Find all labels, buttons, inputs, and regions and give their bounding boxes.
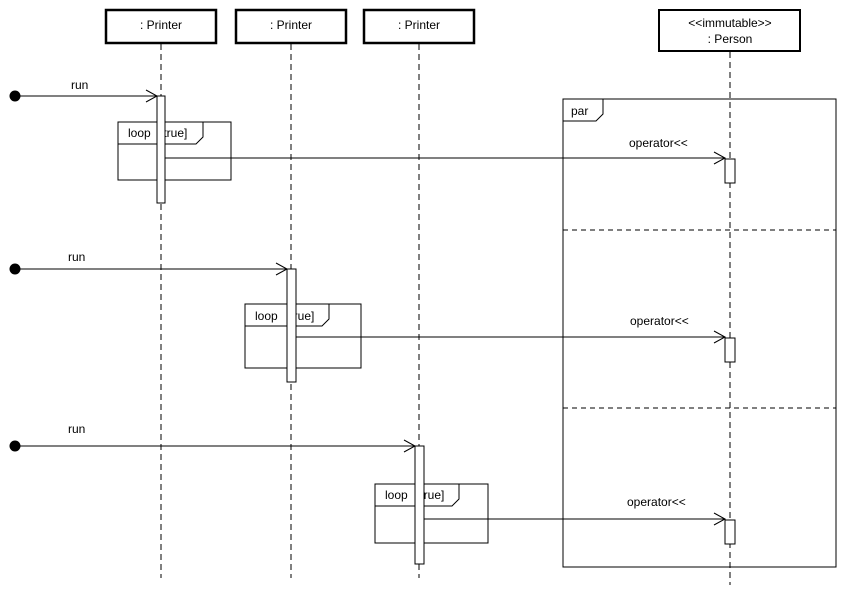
open-arrowhead-icon — [275, 262, 289, 276]
lifeline-person[interactable]: <<immutable>> : Person — [658, 9, 801, 52]
found-message-3[interactable]: run — [9, 422, 417, 453]
found-message-label: run — [68, 422, 85, 436]
loop-fragment-operator: loop — [255, 309, 278, 323]
par-fragment[interactable]: par — [562, 98, 837, 568]
message-label: operator<< — [627, 495, 686, 509]
activation-bar-person-2[interactable] — [724, 337, 736, 363]
lifeline-label: : Person — [708, 32, 753, 46]
message-3[interactable]: operator<< — [424, 495, 727, 526]
lifeline-label: : Printer — [270, 18, 312, 32]
activation-bar-printer-1[interactable] — [156, 95, 166, 204]
message-1[interactable]: operator<< — [165, 136, 727, 165]
activation-bar-printer-2[interactable] — [286, 268, 297, 383]
message-label: operator<< — [629, 136, 688, 150]
found-message-2[interactable]: run — [9, 250, 289, 276]
lifeline-label: : Printer — [398, 18, 440, 32]
par-fragment-frame[interactable] — [562, 98, 837, 568]
loop-fragment-operator: loop — [385, 488, 408, 502]
lifeline-label: : Printer — [140, 18, 182, 32]
open-arrowhead-icon — [713, 330, 727, 344]
lifeline-stereotype: <<immutable>> — [688, 16, 771, 30]
par-fragment-operator: par — [571, 104, 588, 118]
activation-bar-person-3[interactable] — [724, 519, 736, 545]
message-2[interactable]: operator<< — [296, 314, 727, 344]
lifeline-head-box[interactable] — [658, 9, 801, 52]
par-fragment-tab — [563, 99, 604, 122]
lifeline-printer-2[interactable]: : Printer — [234, 8, 348, 45]
lifeline-printer-1[interactable]: : Printer — [104, 8, 218, 45]
lifeline-head-box[interactable] — [362, 8, 476, 45]
loop-fragment-1[interactable]: loop [true] — [117, 121, 232, 181]
lifeline-printer-3[interactable]: : Printer — [362, 8, 476, 45]
found-message-1[interactable]: run — [9, 78, 159, 103]
open-arrowhead-icon — [403, 439, 417, 453]
open-arrowhead-icon — [713, 512, 727, 526]
loop-fragment-tab — [245, 304, 330, 327]
loop-fragment-3[interactable]: loop [true] — [374, 483, 489, 544]
activation-bar-person-1[interactable] — [724, 158, 736, 184]
found-message-label: run — [71, 78, 88, 92]
loop-fragment-frame[interactable] — [117, 121, 232, 181]
loop-fragment-operator: loop — [128, 126, 151, 140]
loop-fragment-frame[interactable] — [244, 303, 362, 369]
found-message-label: run — [68, 250, 85, 264]
loop-fragment-tab — [375, 484, 460, 507]
loop-fragment-frame[interactable] — [374, 483, 489, 544]
lifeline-head-box[interactable] — [104, 8, 218, 45]
loop-fragment-2[interactable]: loop [true] — [244, 303, 362, 369]
open-arrowhead-icon — [145, 89, 159, 103]
activations — [156, 95, 736, 565]
loop-fragment-guard: [true] — [160, 126, 187, 140]
message-label: operator<< — [630, 314, 689, 328]
open-arrowhead-icon — [713, 151, 727, 165]
activation-bar-printer-3[interactable] — [414, 445, 425, 565]
lifeline-head-box[interactable] — [234, 8, 348, 45]
